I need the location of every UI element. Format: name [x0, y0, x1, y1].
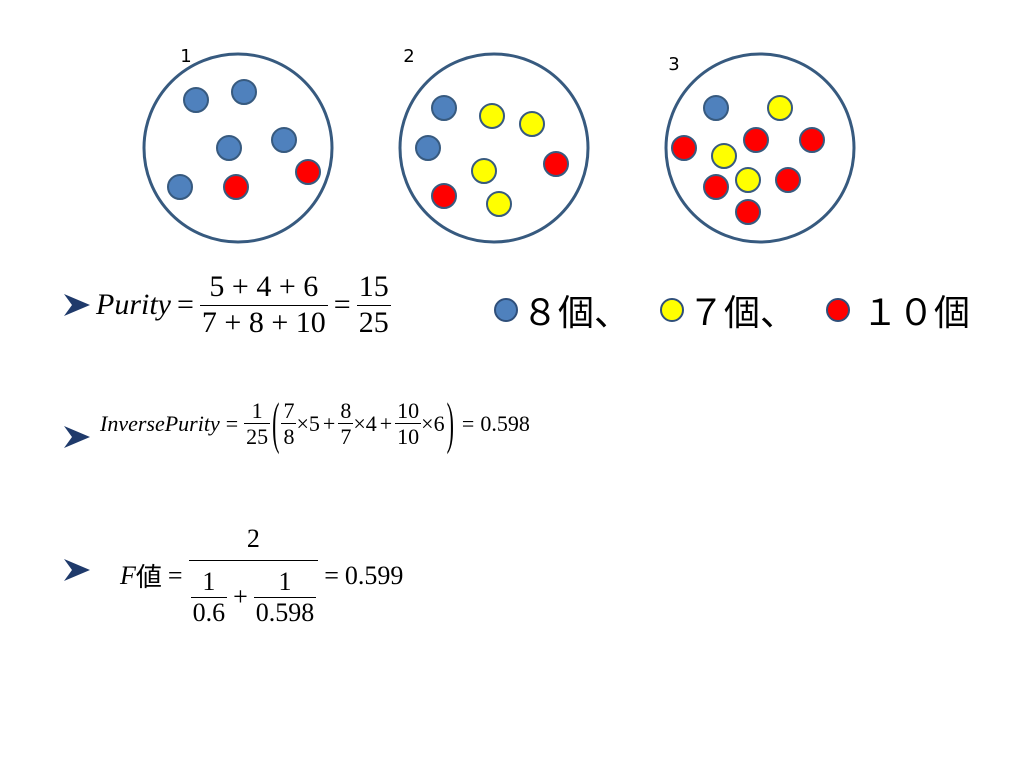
cluster-circle-2: [398, 52, 590, 244]
fraction-numerator: 8: [340, 398, 352, 423]
left-paren: (: [272, 389, 280, 455]
dot-yellow: [486, 191, 512, 217]
denominator-fraction-1: 1 0.6: [190, 566, 228, 628]
fraction-denominator: 0.598: [255, 597, 315, 627]
dot-red: [543, 151, 569, 177]
cluster-circle-1: [142, 52, 334, 244]
fraction-numerator: 1: [202, 566, 216, 596]
fraction-numerator: 1: [251, 398, 263, 423]
legend-blue-text: ８個、: [522, 293, 631, 334]
term-multiplier-3: 6: [433, 410, 445, 436]
denominator-fraction-2: 1 0.598: [253, 566, 317, 628]
dot-blue: [415, 135, 441, 161]
equals-sign: =: [333, 288, 351, 321]
inverse-purity-result: 0.598: [480, 410, 530, 436]
dot-red: [799, 127, 825, 153]
cluster-label-3: 3: [668, 54, 679, 75]
times-sign: ×: [421, 410, 434, 436]
term-multiplier-1: 5: [308, 410, 320, 436]
dot-red: [735, 199, 761, 225]
dot-yellow: [479, 103, 505, 129]
term-fraction-3: 10 10: [395, 398, 422, 450]
purity-fraction-1: 5 + 4 + 6 7 + 8 + 10: [199, 270, 328, 340]
equals-sign: =: [167, 560, 183, 590]
term-fraction-2: 8 7: [338, 398, 354, 450]
bullet-arrow-icon: [62, 555, 92, 589]
legend-red-text: １０個: [862, 293, 971, 334]
fraction-denominator: 10: [397, 424, 420, 450]
dot-blue: [271, 127, 297, 153]
term-fraction-1: 7 8: [281, 398, 297, 450]
inverse-purity-equation: InversePurity = 1 25 ( 7 8 × 5 + 8 7 × 4…: [100, 390, 530, 455]
legend-yellow-text: ７個、: [688, 293, 797, 334]
equals-sign: =: [324, 560, 339, 590]
dot-red: [703, 174, 729, 200]
fraction-numerator: 5 + 4 + 6: [209, 270, 319, 303]
dot-blue: [431, 95, 457, 121]
fraction-numerator: 7: [283, 398, 295, 423]
inverse-purity-lhs: InversePurity: [100, 410, 220, 436]
fraction-denominator: 1 0.6 + 1 0.598: [189, 561, 319, 628]
times-sign: ×: [296, 410, 309, 436]
dot-blue: [216, 135, 242, 161]
equals-sign: =: [461, 410, 475, 436]
equals-sign: =: [225, 410, 239, 436]
plus-sign: +: [379, 410, 393, 436]
times-sign: ×: [353, 410, 366, 436]
bullet-arrow-icon: [62, 422, 92, 456]
dot-red: [431, 183, 457, 209]
right-paren: ): [446, 389, 454, 455]
fraction-denominator: 25: [246, 424, 269, 450]
fraction-denominator: 8: [283, 424, 295, 450]
fraction-numerator: 1: [278, 566, 292, 596]
purity-equation: Purity = 5 + 4 + 6 7 + 8 + 10 = 15 25: [96, 270, 391, 340]
fraction-denominator: 0.6: [192, 597, 226, 627]
fraction-denominator: 25: [358, 305, 389, 339]
fraction-numerator: 2: [246, 524, 260, 553]
fraction-numerator: 15: [358, 270, 389, 303]
purity-fraction-2: 15 25: [356, 270, 391, 340]
fraction-denominator: 7 + 8 + 10: [201, 305, 326, 339]
legend-blue-dot: [494, 298, 518, 322]
f-value-equation: F 値 = 2 1 0.6 + 1 0.598 = 0.599: [120, 524, 403, 628]
dot-red: [743, 127, 769, 153]
f-value-kanji: 値: [135, 563, 162, 593]
f-value-result: 0.599: [344, 560, 404, 590]
purity-lhs: Purity: [96, 288, 171, 321]
dot-yellow: [519, 111, 545, 137]
plus-sign: +: [233, 582, 248, 612]
fraction-numerator: 10: [397, 398, 420, 423]
dot-blue: [167, 174, 193, 200]
dot-yellow: [735, 167, 761, 193]
f-value-var: F: [120, 560, 136, 590]
dot-red: [295, 159, 321, 185]
color-legend: ８個、 ７個、 １０個: [494, 284, 970, 336]
cluster-label-2: 2: [403, 46, 414, 67]
dot-red: [223, 174, 249, 200]
term-multiplier-2: 4: [365, 410, 377, 436]
dot-red: [775, 167, 801, 193]
cluster-circle-3: [664, 52, 856, 244]
dot-blue: [703, 95, 729, 121]
dot-blue: [231, 79, 257, 105]
dot-yellow: [711, 143, 737, 169]
dot-red: [671, 135, 697, 161]
dot-blue: [183, 87, 209, 113]
legend-yellow-dot: [660, 298, 685, 322]
cluster-label-1: 1: [180, 46, 191, 67]
cluster-diagram: 1 2 3: [142, 46, 856, 244]
dot-yellow: [471, 158, 497, 184]
dot-yellow: [767, 95, 793, 121]
plus-sign: +: [322, 410, 336, 436]
f-value-fraction: 2 1 0.6 + 1 0.598: [188, 524, 319, 628]
inverse-purity-prefactor: 1 25: [244, 398, 271, 450]
fraction-denominator: 7: [340, 424, 352, 450]
legend-red-dot: [826, 298, 851, 322]
equals-sign: =: [177, 288, 194, 321]
bullet-arrow-icon: [62, 290, 92, 324]
